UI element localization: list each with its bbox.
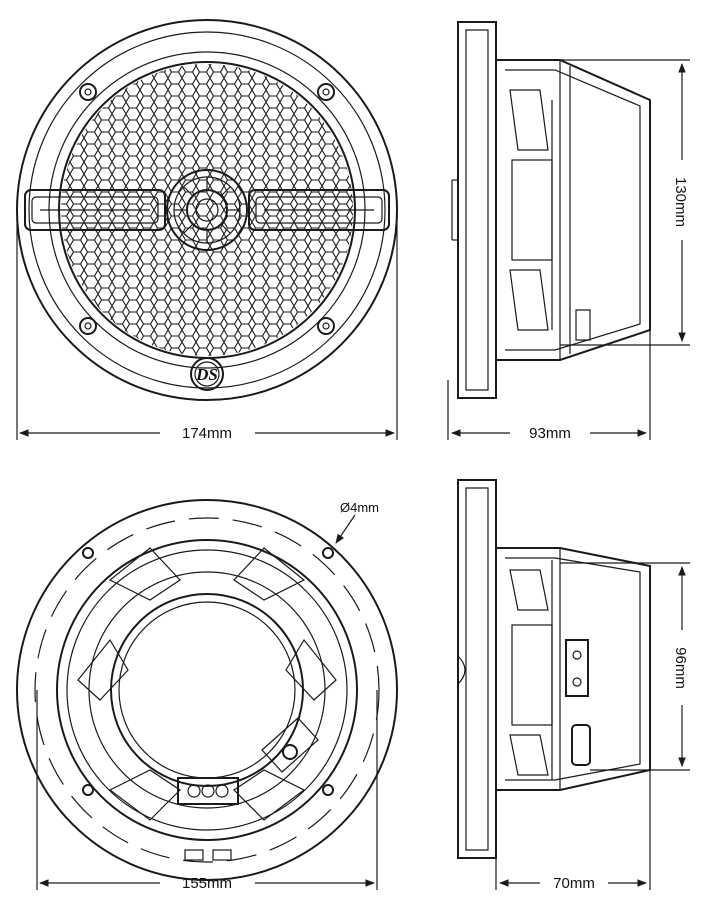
dim-96mm: 96mm <box>672 566 689 767</box>
dim-93mm: 93mm <box>451 425 647 442</box>
screw-holes <box>79 83 335 335</box>
side-view-bottom <box>457 479 690 890</box>
side-view-top <box>447 21 690 440</box>
mount-holes <box>82 547 334 796</box>
label-174mm: 174mm <box>182 425 232 442</box>
dim-130mm: 130mm <box>672 63 689 342</box>
label-hole-diameter: Ø4mm <box>340 500 379 515</box>
rear-view <box>16 499 398 890</box>
front-view: DS <box>16 19 398 440</box>
terminal-block <box>177 777 239 805</box>
grill-bars <box>24 189 390 231</box>
dim-hole: Ø4mm <box>335 500 379 544</box>
label-70mm: 70mm <box>553 875 595 892</box>
dim-174mm: 174mm <box>19 425 395 442</box>
svg-text:DS: DS <box>195 365 218 384</box>
brand-logo: DS <box>190 357 224 391</box>
dim-70mm: 70mm <box>499 875 647 892</box>
dim-155mm: 155mm <box>39 875 375 892</box>
label-93mm: 93mm <box>529 425 571 442</box>
label-96mm: 96mm <box>672 647 689 689</box>
label-155mm: 155mm <box>182 875 232 892</box>
tweeter <box>166 169 248 251</box>
label-130mm: 130mm <box>672 177 689 227</box>
